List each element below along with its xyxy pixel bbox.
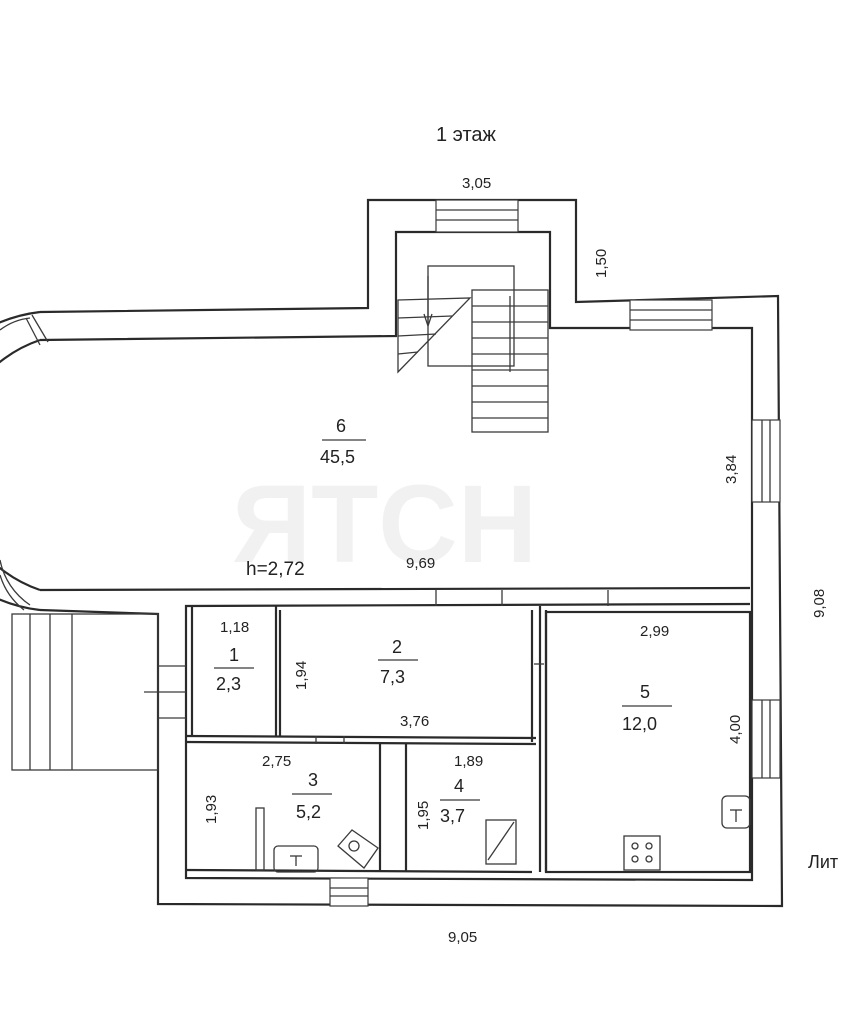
bathtub-edge [255, 807, 265, 871]
window-top [435, 199, 519, 233]
ceiling-height: h=2,72 [246, 559, 305, 580]
room-5-area: 12,0 [622, 714, 657, 734]
dim-room5-width: 2,99 [640, 623, 669, 640]
room-4-area: 3,7 [440, 806, 465, 826]
room-1-number: 1 [229, 645, 239, 665]
dim-room5-height: 4,00 [727, 715, 744, 744]
windows [0, 199, 781, 907]
dim-room3-width: 2,75 [262, 753, 291, 770]
room-4-number: 4 [454, 776, 464, 796]
floor-title: 1 этаж [436, 124, 497, 146]
dim-right-upper: 3,84 [723, 455, 740, 484]
dim-right-total: 9,08 [811, 589, 828, 618]
dim-room2-width: 3,76 [400, 713, 429, 730]
room-5-number: 5 [640, 682, 650, 702]
dimension-labels: 3,05 1,50 3,84 9,08 9,69 h=2,72 1,18 1,9… [203, 175, 838, 946]
dim-bottom-total: 9,05 [448, 929, 477, 946]
dim-room1-height: 1,94 [293, 661, 310, 690]
watermark: ЯTCH [232, 463, 537, 586]
room-fraction-lines [214, 439, 672, 801]
window-bottom [329, 877, 369, 907]
stove-icon [623, 835, 661, 871]
staircase [397, 265, 549, 433]
fixtures [255, 795, 751, 873]
boiler-icon [485, 819, 517, 865]
dim-hall-length: 9,69 [406, 555, 435, 572]
room-6-number: 6 [336, 416, 346, 436]
toilet-icon [337, 829, 379, 869]
room-2-area: 7,3 [380, 667, 405, 687]
room-6-area: 45,5 [320, 447, 355, 467]
dim-room1-width: 1,18 [220, 619, 249, 636]
room-3-area: 5,2 [296, 802, 321, 822]
room-1-area: 2,3 [216, 674, 241, 694]
litera-label: Лит [808, 852, 838, 872]
window-right-kitchen [751, 699, 781, 779]
room-labels: 6 45,5 1 2,3 2 7,3 5 12,0 3 5,2 4 3,7 [216, 416, 657, 826]
window-right-hall [751, 419, 781, 503]
entry-porch [11, 613, 186, 771]
room-2-number: 2 [392, 637, 402, 657]
dim-stair-depth: 1,50 [593, 249, 610, 278]
dim-room4-width: 1,89 [454, 753, 483, 770]
room-3-number: 3 [308, 770, 318, 790]
dim-room3-height: 1,93 [203, 795, 220, 824]
partitions [185, 590, 752, 874]
kitchen-sink-icon [721, 795, 751, 829]
dim-room4-height: 1,95 [415, 801, 432, 830]
sink-icon [273, 845, 319, 873]
dim-top-width: 3,05 [462, 175, 491, 192]
window-upper-right [629, 299, 713, 331]
